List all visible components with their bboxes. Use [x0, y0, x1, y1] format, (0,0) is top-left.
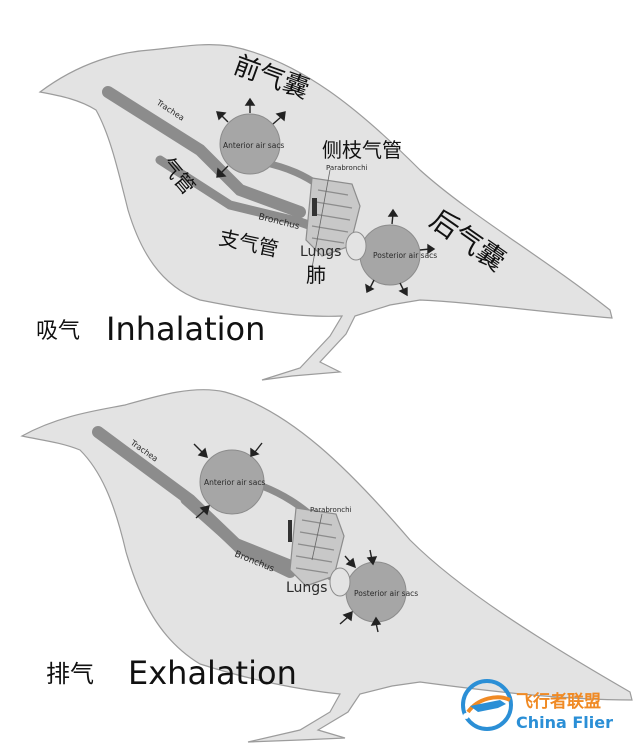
exhalation-posterior-arrows — [339, 549, 382, 633]
exhalation-anterior-air-sac — [199, 449, 265, 515]
inhalation-panel: Trachea Anterior air sacs Parabronchi Br… — [36, 44, 613, 381]
exhalation-posterior-en: Posterior air sacs — [354, 589, 418, 598]
exhalation-parabronchi-leader — [311, 513, 323, 561]
inhalation-trachea — [102, 86, 306, 218]
inhalation-lungs-zh: 肺 — [306, 263, 326, 287]
exhalation-caption-en: Exhalation — [128, 654, 297, 692]
inhalation-parabronchi-leader — [311, 169, 331, 269]
inhalation-posterior-arrows — [365, 208, 436, 297]
exhalation-parabronchi-en: Parabronchi — [310, 506, 352, 514]
watermark-name-en: China Flier — [516, 713, 613, 732]
exhalation-anterior-en: Anterior air sacs — [204, 478, 265, 487]
inhalation-caption-en: Inhalation — [106, 310, 265, 348]
inhalation-lungs-en: Lungs — [300, 244, 341, 260]
inhalation-anterior-arrows — [216, 97, 286, 178]
exhalation-panel: Trachea Anterior air sacs Parabronchi Br… — [20, 389, 633, 743]
inhalation-posterior-en: Posterior air sacs — [373, 251, 437, 260]
china-flier-logo-icon — [461, 679, 513, 731]
inhalation-parabronchi-en: Parabronchi — [326, 164, 368, 172]
inhalation-anterior-air-sac — [219, 113, 281, 175]
inhalation-parabronchi-zh: 侧枝气管 — [322, 138, 402, 162]
watermark-name-zh: 飞行者联盟 — [516, 691, 601, 712]
exhalation-caption-zh: 排气 — [46, 660, 94, 688]
exhalation-lungs-en: Lungs — [286, 580, 327, 596]
china-flier-watermark: 飞行者联盟 China Flier — [461, 679, 613, 732]
inhalation-anterior-en: Anterior air sacs — [223, 141, 284, 150]
inhalation-caption-zh: 吸气 — [36, 319, 80, 344]
exhalation-anterior-arrows — [193, 442, 263, 519]
